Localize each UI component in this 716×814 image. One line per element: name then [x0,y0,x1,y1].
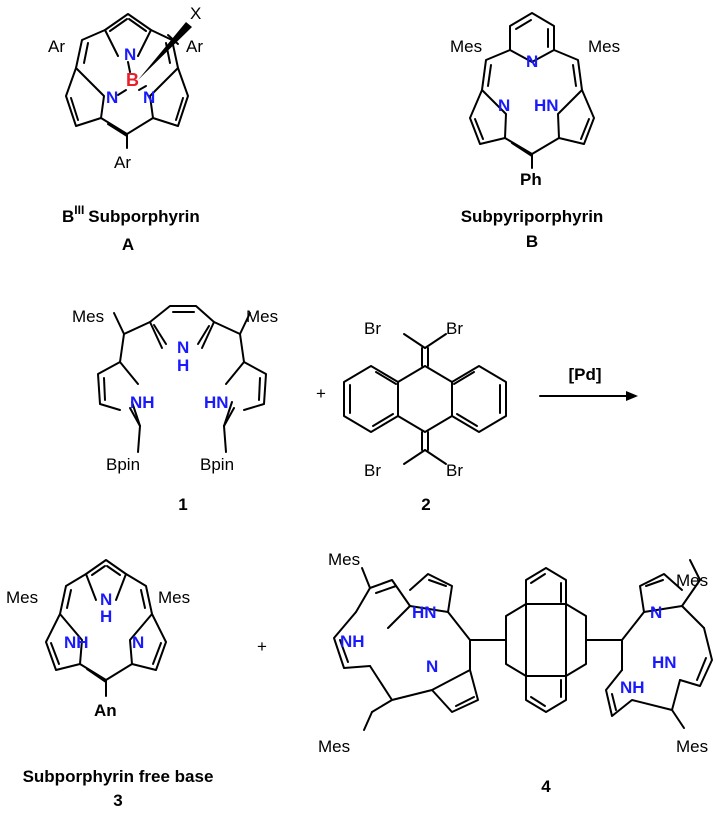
nitrogen-label: N [100,590,112,609]
compound-4: HN NH N Mes Mes N HN NH Mes Mes 4 [318,550,713,796]
aryl-label: Ar [114,153,131,172]
compound-label: 3 [113,791,122,810]
compound-2: Br Br Br Br 2 [343,319,507,514]
reagent-label: [Pd] [568,365,601,384]
nh-label: NH [64,633,89,652]
nitrogen-label: N [498,96,510,115]
compound-name: Subpyriporphyrin [461,207,604,226]
nh-label: HN [534,96,559,115]
mesityl-label: Mes [6,588,38,607]
mesityl-label: Mes [588,37,620,56]
nitrogen-label: N [143,88,155,107]
nh-label: HN [412,603,437,622]
bromine-label: Br [364,319,381,338]
nitrogen-label: N [426,657,438,676]
compound-label: B [526,232,538,251]
nitrogen-label: N [124,45,136,64]
nh-label: NH [340,632,365,651]
nitrogen-label: N [526,52,538,71]
aryl-label: Ar [186,37,203,56]
bromine-label: Br [446,319,463,338]
plus-sign: + [257,637,267,656]
aryl-label: Ar [48,37,65,56]
compound-name: Subporphyrin free base [23,767,214,786]
mesityl-label: Mes [328,550,360,569]
nh-label: HN [652,653,677,672]
mesityl-label: Mes [246,307,278,326]
mesityl-label: Mes [676,571,708,590]
bromine-label: Br [446,461,463,480]
mesityl-label: Mes [72,307,104,326]
mesityl-label: Mes [450,37,482,56]
plus-sign: + [316,384,326,403]
compound-label: 1 [178,495,187,514]
compound-3: N H NH N Mes Mes An Subporphyrin free ba… [6,559,214,810]
nh-label: HN [204,393,229,412]
anthryl-label: An [94,701,117,720]
compound-1: N H NH HN Mes Mes Bpin Bpin 1 [72,305,278,514]
hydrogen-label: H [177,356,189,375]
compound-b: N N HN Mes Mes Ph Subpyriporphyrin B [450,12,620,251]
nitrogen-label: N [177,338,189,357]
compound-label: 4 [541,777,551,796]
mesityl-label: Mes [676,737,708,756]
nitrogen-label: N [650,603,662,622]
phenyl-label: Ph [520,170,542,189]
nh-label: NH [620,678,645,697]
nitrogen-label: N [106,88,118,107]
bpin-label: Bpin [200,455,234,474]
bpin-label: Bpin [106,455,140,474]
hydrogen-label: H [100,607,112,626]
bromine-label: Br [364,461,381,480]
compound-label: 2 [421,495,430,514]
nitrogen-label: N [132,633,144,652]
nh-label: NH [130,393,155,412]
reaction-arrow: [Pd] [539,365,638,401]
compound-label: A [122,235,134,254]
axial-label: X [190,4,201,23]
mesityl-label: Mes [158,588,190,607]
boron-label: B [126,70,139,90]
mesityl-label: Mes [318,737,350,756]
